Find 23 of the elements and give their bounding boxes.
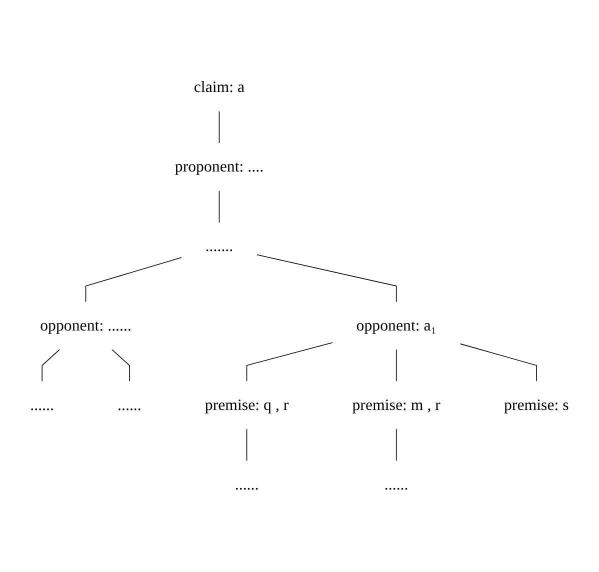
connector	[218, 190, 220, 223]
node-text: ......	[30, 396, 54, 414]
connector	[460, 343, 537, 382]
connector	[396, 428, 397, 462]
node-text: ......	[118, 396, 142, 414]
node-text: ......	[384, 476, 408, 494]
node-text: opponent: ......	[40, 316, 132, 334]
connector	[246, 428, 248, 462]
node-text: premise: m , r	[352, 396, 440, 414]
node-text: proponent: ....	[174, 158, 264, 176]
connector	[112, 349, 130, 382]
connector	[396, 349, 397, 382]
connector	[42, 349, 60, 382]
node-text: premise: q , r	[204, 396, 289, 414]
node-text: claim: a	[194, 78, 245, 96]
node-text: .......	[205, 238, 234, 256]
connector	[218, 110, 220, 144]
connector	[256, 254, 397, 302]
node-text: premise: s	[504, 396, 569, 414]
node-text: ......	[234, 476, 259, 494]
connector	[85, 257, 182, 302]
node-text: opponent: a₁	[356, 316, 436, 334]
connector	[246, 342, 333, 382]
